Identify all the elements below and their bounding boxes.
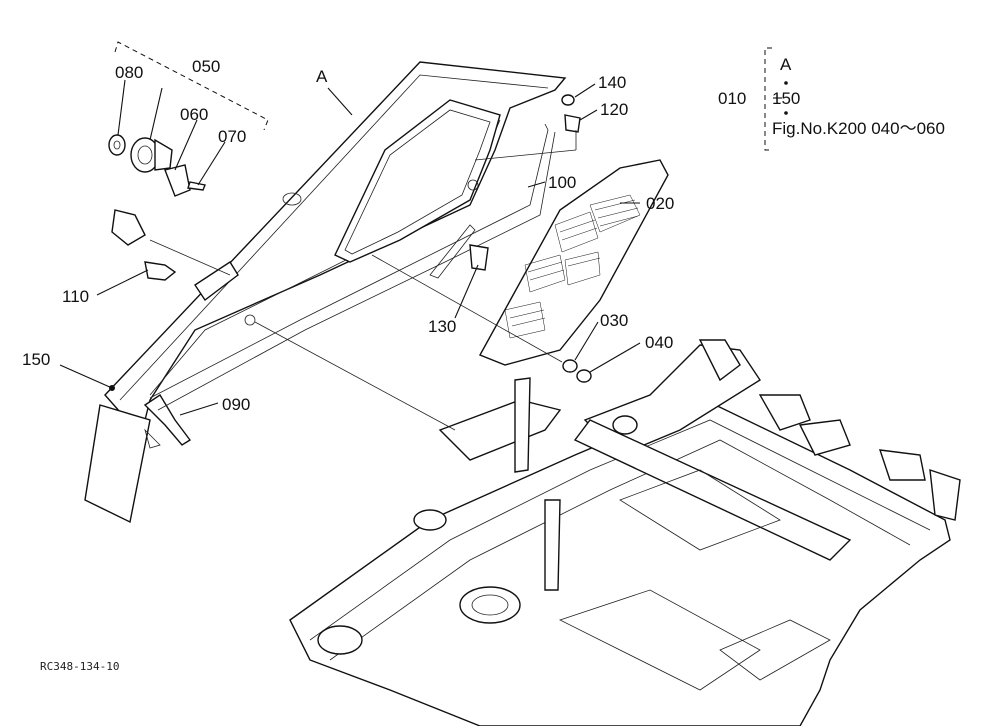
small-parts xyxy=(108,94,592,383)
callout-090: 090 xyxy=(222,395,250,414)
callout-120: 120 xyxy=(600,100,628,119)
callout-140: 140 xyxy=(598,73,626,92)
callout-130: 130 xyxy=(428,317,456,336)
guard-panel-assembly xyxy=(84,61,567,524)
callout-110: 110 xyxy=(62,287,89,306)
frame-chassis xyxy=(289,339,961,726)
callout-020: 020 xyxy=(646,194,674,213)
leader-lines xyxy=(59,79,641,431)
callout-040: 040 xyxy=(645,333,673,352)
callout-060: 060 xyxy=(180,105,208,124)
callout-050: 050 xyxy=(192,57,220,76)
callout-assembly-a: A xyxy=(316,67,328,86)
reference-line-150: 150 xyxy=(772,89,800,108)
reference-bracket xyxy=(764,47,788,151)
mesh-panel xyxy=(479,159,669,366)
reference-line-a: A xyxy=(780,55,792,74)
group-bracket-050 xyxy=(114,41,269,131)
drawing-code: RC348-134-10 xyxy=(40,660,119,673)
reference-item-010: 010 xyxy=(718,89,746,108)
reference-fig-no: Fig.No.K200 040～060 xyxy=(772,119,945,138)
callout-100: 100 xyxy=(548,173,576,192)
callout-030: 030 xyxy=(600,311,628,330)
callout-150: 150 xyxy=(22,350,50,369)
callout-070: 070 xyxy=(218,127,246,146)
callout-080: 080 xyxy=(115,63,143,82)
